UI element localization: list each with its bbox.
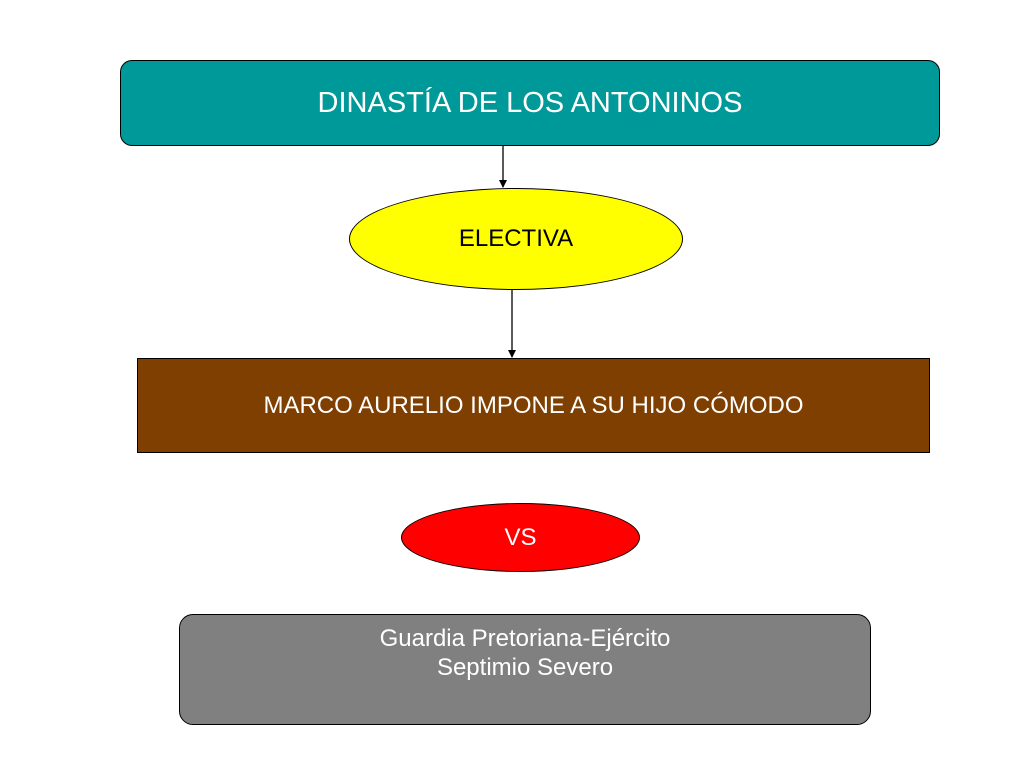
vs-ellipse: VS [401, 503, 640, 572]
dynasty-title-text: DINASTÍA DE LOS ANTONINOS [317, 86, 743, 119]
vs-text: VS [504, 523, 537, 551]
marco-aurelio-box: MARCO AURELIO IMPONE A SU HIJO CÓMODO [137, 358, 930, 453]
guardia-line-1: Guardia Pretoriana-Ejército [379, 625, 671, 652]
electiva-ellipse: ELECTIVA [349, 188, 683, 290]
guardia-box: Guardia Pretoriana-Ejército Septimio Sev… [179, 614, 871, 725]
electiva-text: ELECTIVA [458, 225, 574, 252]
marco-aurelio-text: MARCO AURELIO IMPONE A SU HIJO CÓMODO [263, 391, 804, 419]
dynasty-title-box: DINASTÍA DE LOS ANTONINOS [120, 60, 940, 146]
guardia-line-2: Septimio Severo [436, 654, 614, 681]
